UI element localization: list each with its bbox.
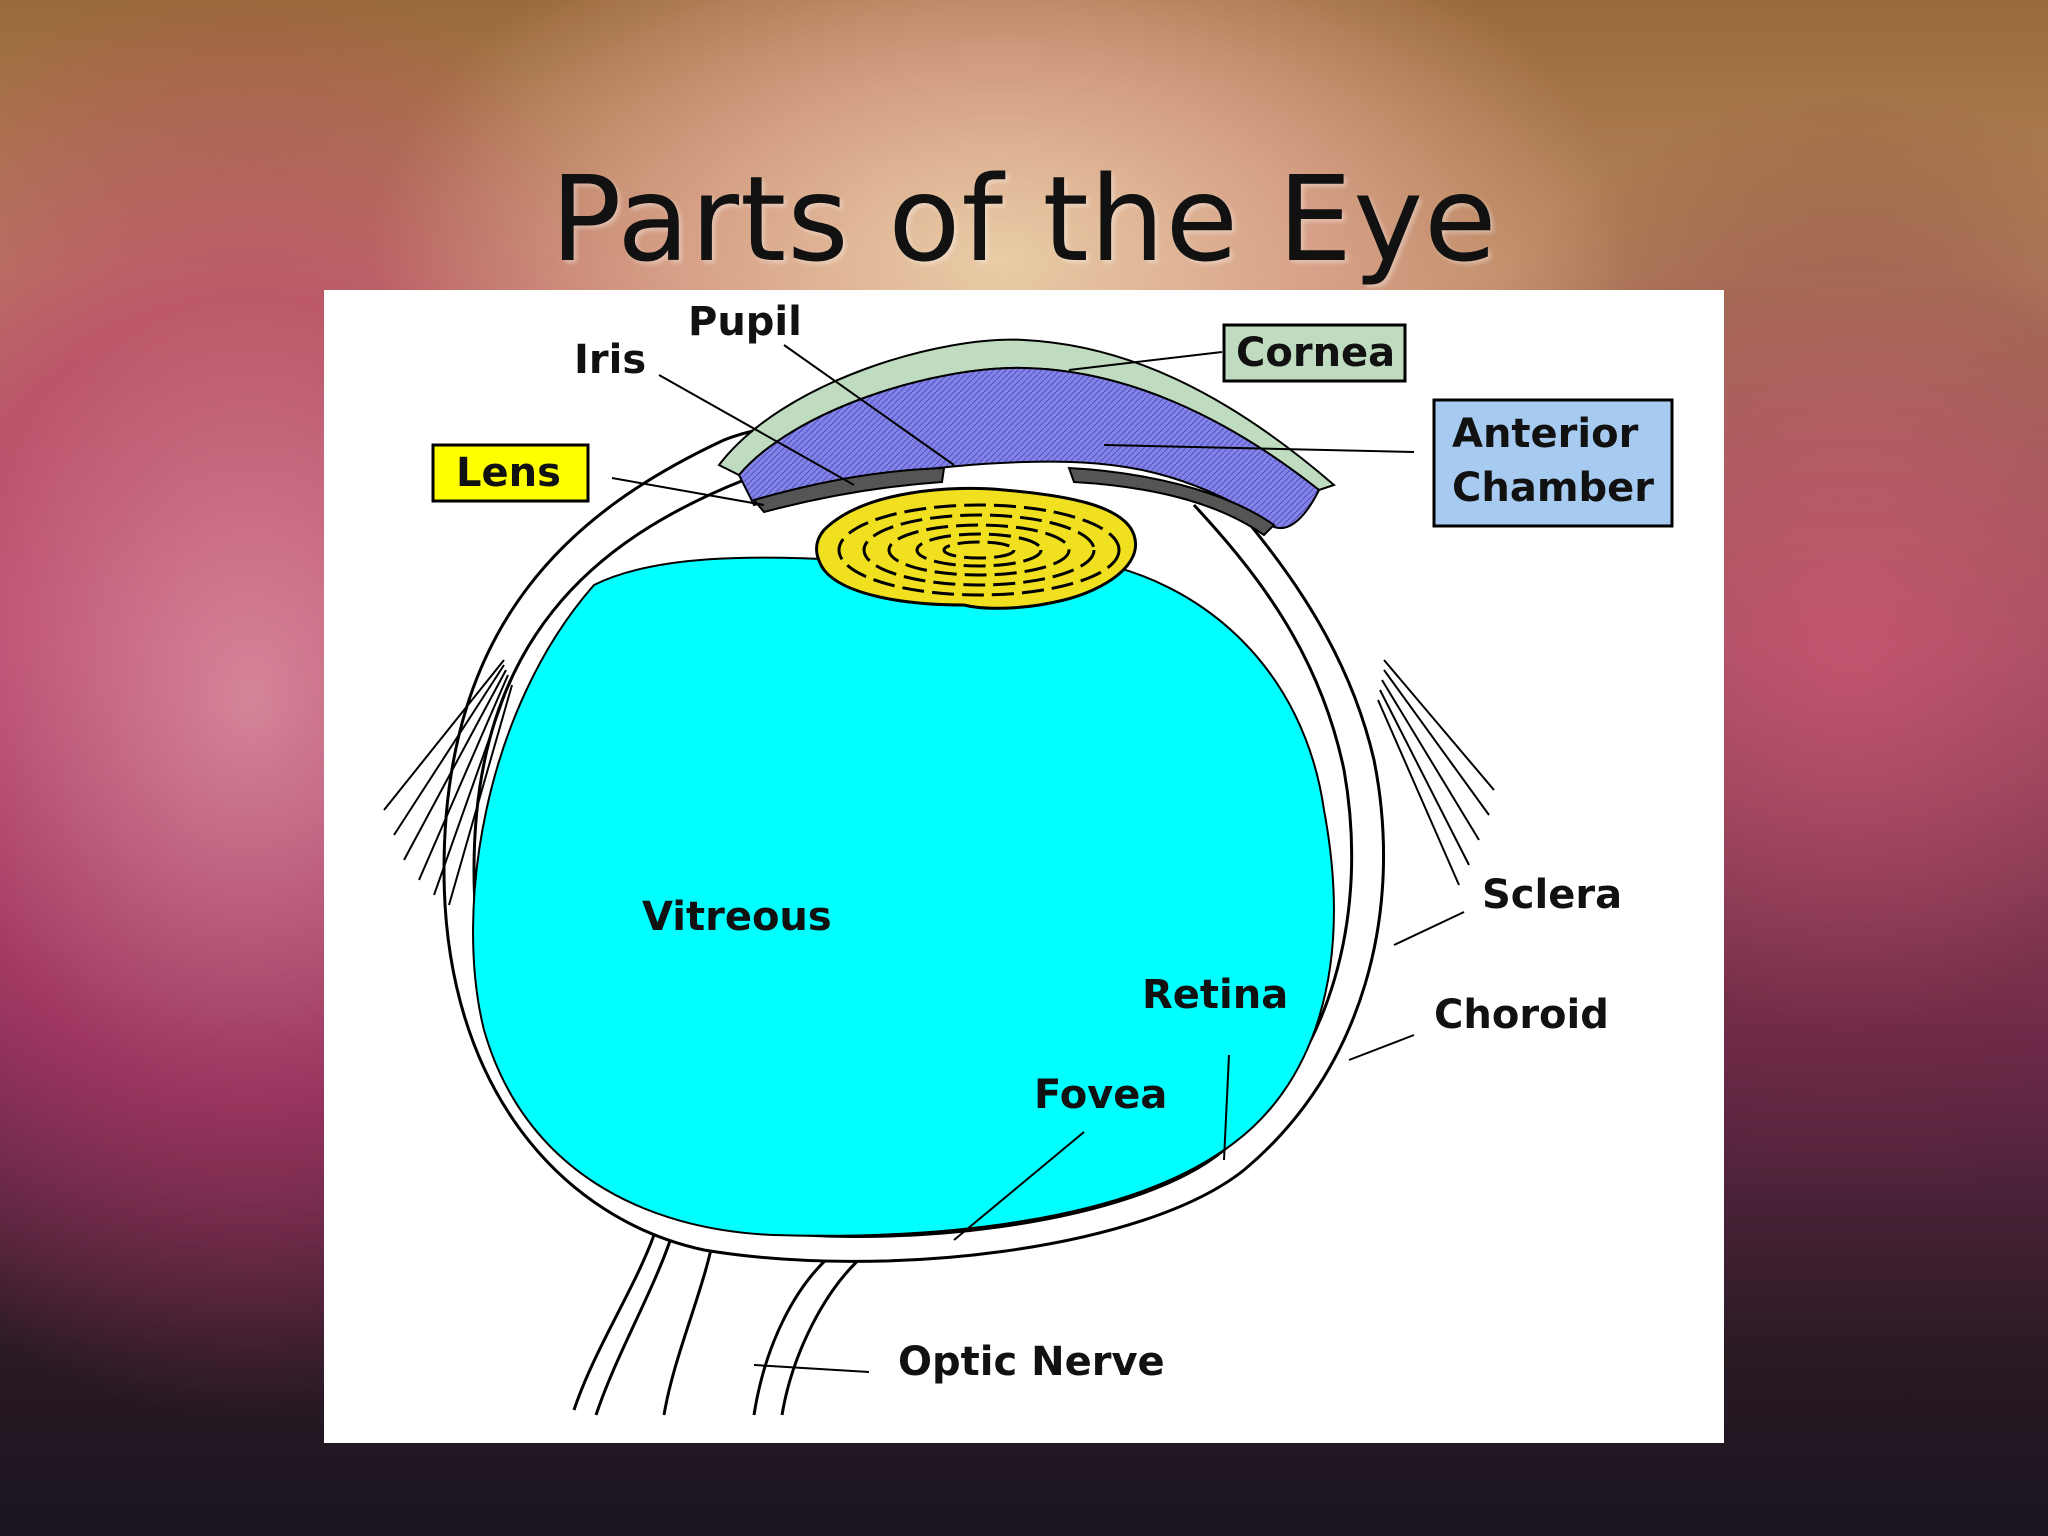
label-iris: Iris <box>574 337 646 383</box>
leader-lens <box>611 477 765 506</box>
leader-fovea <box>953 1131 1085 1241</box>
label-vitreous: Vitreous <box>642 894 832 940</box>
cornea-label-box <box>1222 323 1407 383</box>
lens-shape <box>815 486 1138 610</box>
vitreous-shape <box>472 554 1335 1237</box>
label-fovea: Fovea <box>1034 1072 1167 1118</box>
leader-iris <box>658 374 855 486</box>
label-pupil: Pupil <box>688 299 802 345</box>
label-retina: Retina <box>1142 972 1288 1018</box>
label-choroid: Choroid <box>1434 992 1609 1038</box>
anterior-chamber-shape <box>737 366 1321 530</box>
label-lens: Lens <box>456 450 561 496</box>
leader-sclera <box>1393 911 1465 946</box>
label-anterior: Anterior <box>1452 411 1639 457</box>
ciliary-fan-right <box>1377 659 1495 886</box>
iris-shape <box>752 466 1276 537</box>
leader-pupil <box>783 344 955 466</box>
slide-title: Parts of the Eye <box>550 150 1498 288</box>
eye-diagram: Pupil Iris Cornea Anterior Chamber Lens … <box>383 299 1674 1416</box>
label-optic-nerve: Optic Nerve <box>898 1339 1165 1385</box>
leader-cornea <box>1068 351 1223 371</box>
eye-diagram-panel: Pupil Iris Cornea Anterior Chamber Lens … <box>324 290 1724 1443</box>
leader-choroid <box>1348 1034 1415 1061</box>
leader-anterior <box>1103 444 1415 453</box>
leader-retina <box>1223 1054 1230 1161</box>
lens-label-box <box>431 443 590 503</box>
label-sclera: Sclera <box>1482 872 1622 918</box>
leader-optic-nerve <box>753 1364 870 1373</box>
ciliary-fan-left <box>383 659 513 906</box>
label-chamber: Chamber <box>1452 465 1654 511</box>
anterior-chamber-label-box <box>1432 398 1674 528</box>
label-cornea: Cornea <box>1236 330 1395 376</box>
